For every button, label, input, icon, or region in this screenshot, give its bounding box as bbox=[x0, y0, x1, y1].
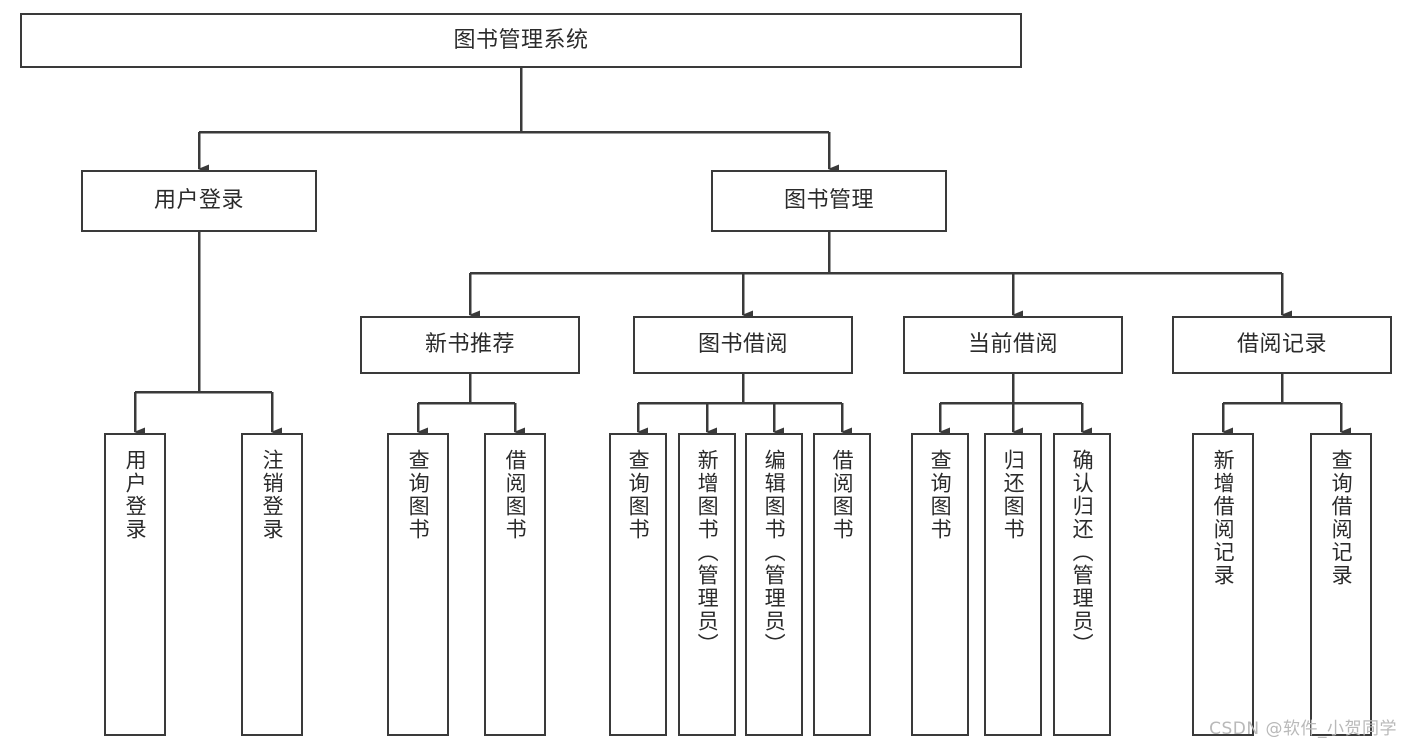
node-leaf-user-login[interactable]: 用户登录 bbox=[104, 433, 166, 736]
node-label-leaf-borrow-book-1: 借阅图书 bbox=[503, 449, 528, 541]
node-leaf-query-book-2[interactable]: 查询图书 bbox=[609, 433, 667, 736]
node-leaf-query-book-3[interactable]: 查询图书 bbox=[911, 433, 969, 736]
node-label-leaf-add-record: 新增借阅记录 bbox=[1211, 449, 1236, 587]
node-borrow-rec[interactable]: 借阅记录 bbox=[1172, 316, 1392, 374]
node-label-leaf-query-book-2: 查询图书 bbox=[626, 449, 651, 541]
node-label-leaf-user-logout: 注销登录 bbox=[260, 449, 285, 541]
node-label-leaf-query-book-1: 查询图书 bbox=[406, 449, 431, 541]
node-leaf-user-logout[interactable]: 注销登录 bbox=[241, 433, 303, 736]
node-leaf-confirm-return[interactable]: 确认归还（管理员） bbox=[1053, 433, 1111, 736]
node-label-leaf-query-record: 查询借阅记录 bbox=[1329, 449, 1354, 587]
node-leaf-query-record[interactable]: 查询借阅记录 bbox=[1310, 433, 1372, 736]
node-label-new-book-rec: 新书推荐 bbox=[424, 332, 515, 358]
connector-lines bbox=[133, 68, 1351, 437]
node-label-leaf-query-book-3: 查询图书 bbox=[928, 449, 953, 541]
node-label-book-borrow: 图书借阅 bbox=[697, 332, 788, 358]
node-leaf-return-book[interactable]: 归还图书 bbox=[984, 433, 1042, 736]
node-label-root: 图书管理系统 bbox=[453, 27, 589, 53]
node-cur-borrow[interactable]: 当前借阅 bbox=[903, 316, 1123, 374]
node-user-login[interactable]: 用户登录 bbox=[81, 170, 317, 232]
node-label-leaf-confirm-return: 确认归还（管理员） bbox=[1070, 449, 1095, 656]
node-label-borrow-rec: 借阅记录 bbox=[1236, 332, 1327, 358]
node-book-borrow[interactable]: 图书借阅 bbox=[633, 316, 853, 374]
node-label-book-mgmt: 图书管理 bbox=[783, 188, 874, 214]
node-leaf-add-book[interactable]: 新增图书（管理员） bbox=[678, 433, 736, 736]
node-leaf-edit-book[interactable]: 编辑图书（管理员） bbox=[745, 433, 803, 736]
node-label-leaf-borrow-book-2: 借阅图书 bbox=[830, 449, 855, 541]
node-label-leaf-edit-book: 编辑图书（管理员） bbox=[762, 449, 787, 656]
node-leaf-query-book-1[interactable]: 查询图书 bbox=[387, 433, 449, 736]
node-label-leaf-user-login: 用户登录 bbox=[123, 449, 148, 541]
node-label-leaf-add-book: 新增图书（管理员） bbox=[695, 449, 720, 656]
node-leaf-borrow-book-2[interactable]: 借阅图书 bbox=[813, 433, 871, 736]
node-label-user-login: 用户登录 bbox=[153, 188, 244, 214]
node-label-cur-borrow: 当前借阅 bbox=[967, 332, 1058, 358]
node-book-mgmt[interactable]: 图书管理 bbox=[711, 170, 947, 232]
node-leaf-add-record[interactable]: 新增借阅记录 bbox=[1192, 433, 1254, 736]
node-leaf-borrow-book-1[interactable]: 借阅图书 bbox=[484, 433, 546, 736]
node-label-leaf-return-book: 归还图书 bbox=[1001, 449, 1026, 541]
node-new-book-rec[interactable]: 新书推荐 bbox=[360, 316, 580, 374]
node-root[interactable]: 图书管理系统 bbox=[20, 13, 1022, 68]
